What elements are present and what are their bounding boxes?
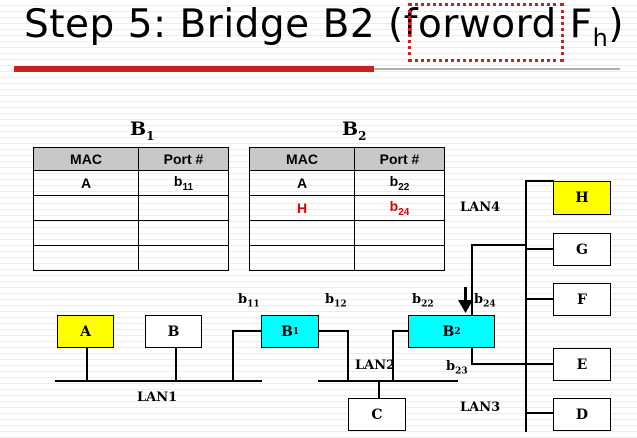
b1-lan1-link [232,330,234,381]
lan2-label: LAN2 [355,358,396,373]
host-e-link [525,363,554,365]
table-row [249,245,445,271]
port-cell [138,220,229,246]
host-f-link [525,298,554,300]
lan4-label: LAN4 [460,200,501,215]
lan1-label: LAN1 [137,390,178,405]
port-b11-label: b11 [238,292,260,310]
mac-cell: H [249,195,355,221]
mac-cell: A [249,170,355,196]
host-f: F [553,283,611,316]
port-b12-label: b12 [325,292,347,310]
port-cell: b24 [354,195,445,221]
host-a: A [57,315,114,348]
mac-column-header: MAC [33,147,139,171]
table-row: A b22 [249,170,445,196]
b1-port-b11 [232,330,262,332]
slide-title: Step 5: Bridge B2 (forword Fh) [24,2,624,52]
port-b24-label: b24 [474,292,496,310]
incoming-frame-arrow-head [458,300,473,313]
title-close: ) [608,2,625,47]
host-h: H [553,181,611,215]
forwarding-table-b1: MAC Port # A b11 [33,147,229,271]
host-e: E [553,348,611,381]
table-row [33,245,229,271]
lan3-stub [471,363,527,365]
title-divider-line [374,68,620,70]
port-column-header: Port # [354,147,445,171]
table-b2-label: B2 [342,118,367,143]
host-g-link [525,248,554,250]
mac-cell [249,220,355,246]
title-prefix: Step 5: Bridge B2 ( [24,2,404,47]
host-c: C [348,398,406,431]
host-a-link [86,347,88,381]
table-row [33,220,229,246]
port-b22-label: b22 [412,292,434,310]
mac-column-header: MAC [249,147,355,171]
host-d-link [525,412,554,414]
title-suffix: F [556,2,593,47]
lan3-label: LAN3 [460,400,501,415]
port-cell [354,220,445,246]
table-row-learned: H b24 [249,195,445,221]
port-cell [138,195,229,221]
port-b23-label: b23 [446,359,468,377]
mac-cell [33,220,139,246]
table-row: A b11 [33,170,229,196]
b1-port-b12 [318,330,348,332]
b2-lan4-link [471,244,473,315]
b2-port-b22 [392,330,408,332]
table-header-row: MAC Port # [249,147,445,171]
title-underline-bar [14,66,374,72]
mac-cell [33,195,139,221]
lan2-bus [318,380,458,382]
port-cell: b11 [138,170,229,196]
mac-cell [249,245,355,271]
incoming-frame-arrow-shaft [464,287,467,305]
lan4-stub [471,244,527,246]
port-cell: b22 [354,170,445,196]
port-cell [354,245,445,271]
table-header-row: MAC Port # [33,147,229,171]
host-d: D [553,398,611,431]
b2-lan2-link [392,330,394,382]
host-g: G [553,233,611,266]
lan4-lan3-bus [525,180,527,432]
title-boxed-word: forword [403,2,557,47]
host-h-link [525,180,554,182]
port-cell [138,245,229,271]
table-row [249,220,445,246]
highlight-dotted-box [408,3,564,62]
table-b1-label: B1 [130,118,155,143]
forwarding-table-b2: MAC Port # A b22 H b24 [249,147,445,271]
host-b-link [175,347,177,381]
port-column-header: Port # [138,147,229,171]
mac-cell [33,245,139,271]
table-row [33,195,229,221]
b2-lan3-link [471,347,473,365]
lan1-bus [55,380,262,382]
b1-lan2-link [347,330,349,382]
host-b: B [145,315,202,348]
mac-cell: A [33,170,139,196]
host-c-link [378,380,380,400]
title-sub: h [592,23,609,52]
